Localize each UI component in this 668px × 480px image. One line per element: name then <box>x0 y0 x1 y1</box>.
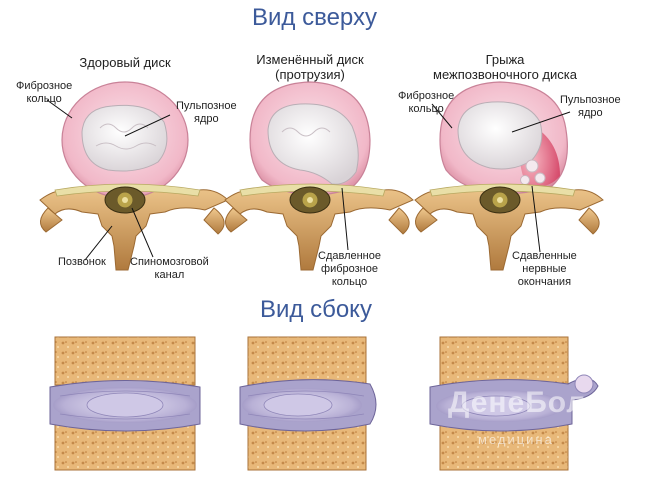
label-fibrous-ring-hernia: Фиброзное кольцо <box>398 90 454 116</box>
watermark-logo: ДенеБол <box>448 386 586 420</box>
label-compressed-nerves: Сдавленные нервные окончания <box>512 250 577 289</box>
label-fibrous-ring: Фиброзное кольцо <box>16 80 72 106</box>
label-spinal-canal: Спиномозговой канал <box>130 256 209 282</box>
label-vertebra: Позвонок <box>58 256 106 269</box>
nucleus <box>82 105 167 171</box>
panel-title-healthy: Здоровый диск <box>55 55 195 70</box>
label-compressed-ring: Сдавленное фиброзное кольцо <box>318 250 381 289</box>
panel-title-hernia: Грыжа межпозвоночного диска <box>425 52 585 82</box>
protrusion-disc-side <box>240 337 376 470</box>
top-view-title: Вид сверху <box>252 4 377 32</box>
side-view-title: Вид сбоку <box>260 296 372 324</box>
label-nucleus-hernia: Пульпозное ядро <box>560 94 621 120</box>
protrusion-disc-top <box>225 82 413 270</box>
healthy-disc-side <box>50 337 200 470</box>
panel-title-protrusion: Изменённый диск (протрузия) <box>240 52 380 82</box>
watermark-subtitle: медицина <box>478 432 554 447</box>
label-nucleus: Пульпозное ядро <box>176 100 237 126</box>
